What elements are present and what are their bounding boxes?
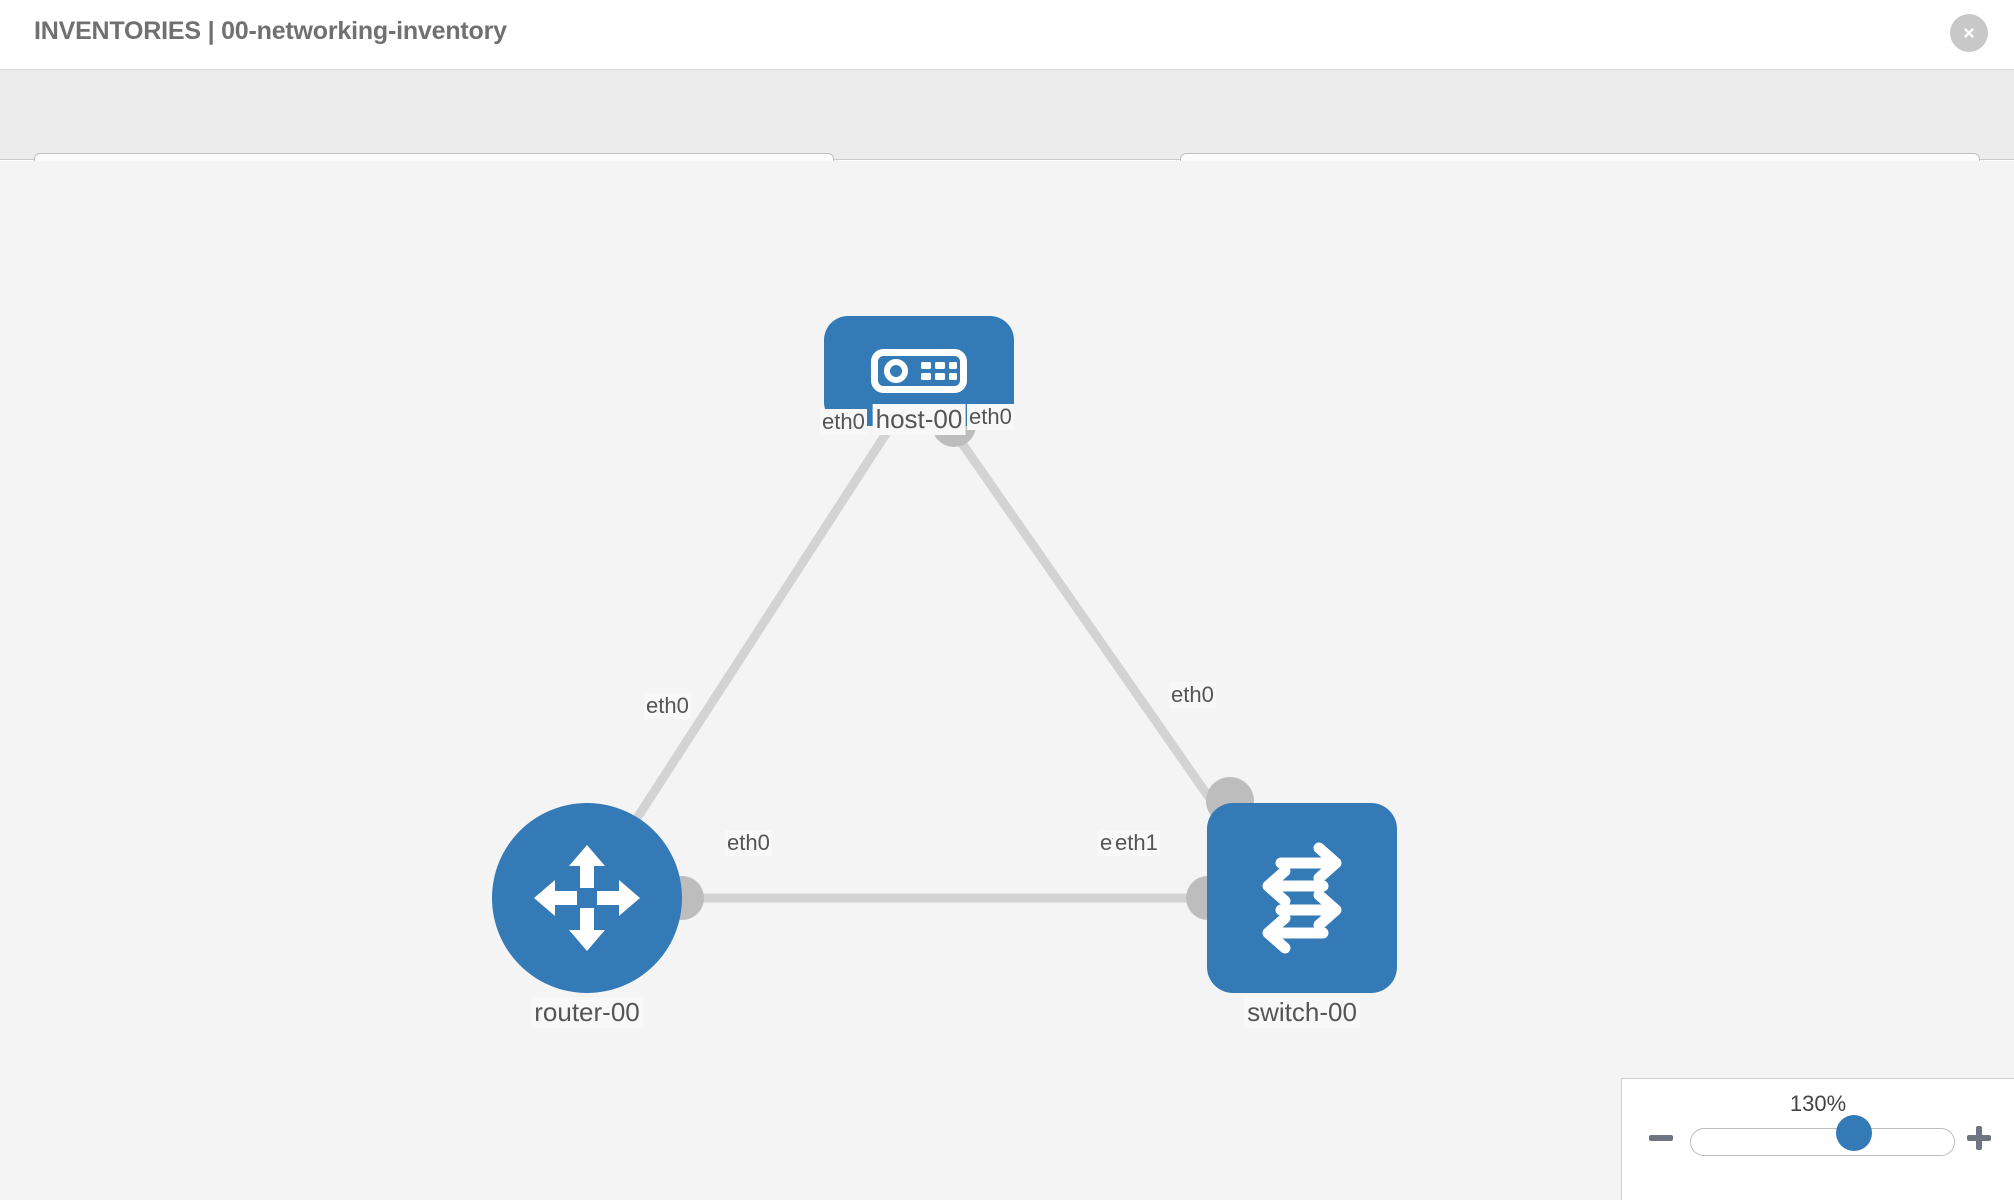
link-label-switch-up-eth0: eth0: [1169, 682, 1216, 708]
close-icon[interactable]: [1950, 14, 1988, 52]
node-label-router-00: router-00: [531, 997, 643, 1028]
topology-canvas[interactable]: host-00 router-00: [0, 161, 2014, 1200]
switch-arrows-icon: [1262, 842, 1342, 954]
server-icon: [871, 349, 967, 393]
page-header: INVENTORIES | 00-networking-inventory: [0, 0, 2014, 70]
node-label-host-00: host-00: [872, 404, 966, 435]
topology-links: [612, 424, 1250, 903]
zoom-level-value: 130%: [1789, 1091, 1847, 1116]
switch-node-shape[interactable]: [1207, 803, 1397, 993]
router-node-shape[interactable]: [492, 803, 682, 993]
zoom-control-panel: 130%: [1621, 1078, 2014, 1200]
page-title: INVENTORIES | 00-networking-inventory: [34, 17, 507, 45]
topology-node-router-00[interactable]: router-00: [492, 803, 682, 1028]
link-label-host-right-eth0: eth0: [967, 404, 1014, 430]
zoom-slider-thumb[interactable]: [1836, 1115, 1873, 1151]
zoom-in-button[interactable]: [1964, 1123, 1994, 1158]
toolbar: ACTIONS SEARCH: [0, 70, 2014, 209]
router-arrows-icon: [534, 845, 640, 951]
link-label-host-left-eth0: eth0: [820, 409, 867, 435]
link-label-switch-left-eth1: eth1: [1113, 830, 1160, 856]
zoom-slider-track[interactable]: [1690, 1128, 1955, 1156]
node-label-switch-00: switch-00: [1244, 997, 1360, 1028]
topology-node-switch-00[interactable]: switch-00: [1207, 803, 1397, 1028]
link-label-router-right-eth0: eth0: [725, 830, 772, 856]
link-label-router-up-eth0: eth0: [644, 693, 691, 719]
zoom-out-button[interactable]: [1646, 1123, 1676, 1158]
